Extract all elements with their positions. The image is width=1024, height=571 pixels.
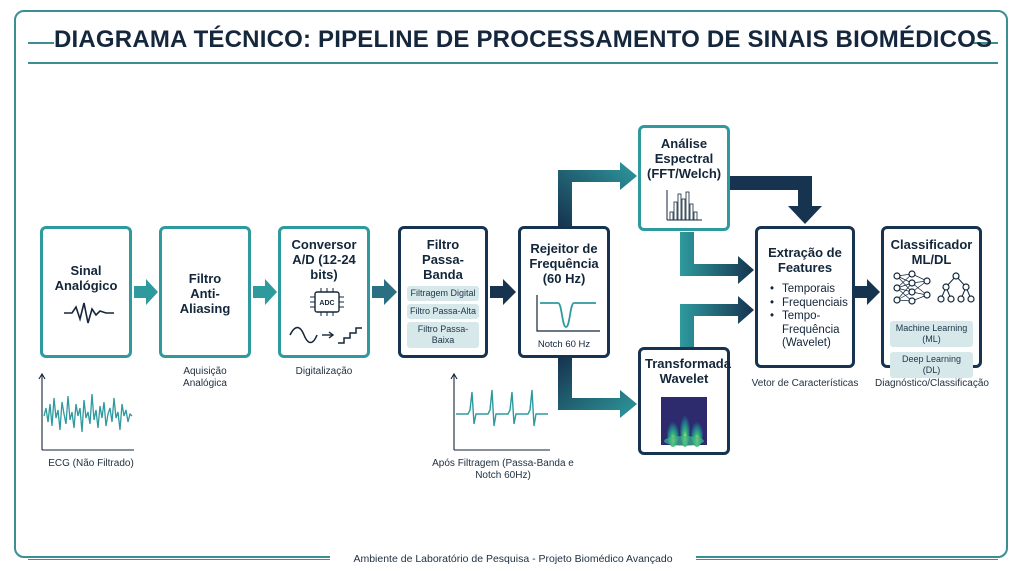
features-list: Temporais Frequenciais Tempo-Frequência … [770, 283, 852, 351]
block-adc-title: Conversor A/D (12-24 bits) [291, 237, 357, 282]
block-classifier-title: Classificador ML/DL [890, 237, 973, 267]
arrow-signal-to-antialias [134, 279, 158, 305]
sub-filtragem-digital: Filtragem Digital [407, 286, 479, 301]
caption-aquisicao: Aquisição Analógica [183, 366, 227, 389]
title-rule-left [28, 42, 54, 44]
title-rule-right [972, 42, 998, 44]
chip-label: ADC [319, 300, 334, 307]
ecg-filtered-plot [450, 372, 550, 451]
block-spectral-title: Análise Espectral (FFT/Welch) [647, 136, 722, 181]
feature-item: Frequenciais [770, 297, 852, 311]
block-anti-aliasing-title: Filtro Anti-Aliasing [179, 271, 231, 316]
sub-passa-alta: Filtro Passa-Alta [407, 304, 479, 319]
caption-digitalizacao: Digitalização [295, 366, 353, 377]
notch-response-icon [536, 295, 600, 332]
feature-item: Tempo-Frequência (Wavelet) [770, 310, 852, 351]
block-classifier: Classificador ML/DL Machine Learning (ML… [881, 226, 982, 378]
scalogram-icon [661, 397, 707, 447]
arrow-notch-to-wavelet [558, 358, 637, 418]
feature-item: Temporais [770, 283, 852, 297]
arrow-spectral-to-features [680, 232, 754, 284]
analog-to-digital-icon [289, 326, 362, 344]
arrow-top-to-features [730, 176, 822, 224]
block-bandpass: Filtro Passa-Banda Filtragem Digital Fil… [398, 226, 488, 358]
block-anti-aliasing: Filtro Anti-Aliasing [159, 226, 251, 358]
sub-machine-learning: Machine Learning (ML) [890, 321, 973, 347]
block-spectral: Análise Espectral (FFT/Welch) [638, 125, 730, 231]
block-wavelet: Transformada Wavelet [638, 347, 731, 455]
sub-deep-learning: Deep Learning (DL) [890, 352, 973, 378]
title-underline [28, 62, 998, 64]
block-analog-signal: Sinal Analógico [40, 226, 132, 358]
ecg-filtered-trace [456, 389, 548, 427]
caption-ecg-filtered: Após Filtragem (Passa-Banda e Notch 60Hz… [432, 458, 574, 481]
block-notch-title: Rejeitor de Frequência (60 Hz) [529, 241, 599, 286]
arrow-antialias-to-adc [253, 279, 277, 305]
block-analog-signal-title: Sinal Analógico [54, 263, 118, 293]
arrow-adc-to-bandpass [372, 279, 397, 305]
footer-rule-right [696, 559, 998, 560]
diagram-title: DIAGRAMA TÉCNICO: PIPELINE DE PROCESSAME… [54, 26, 993, 53]
block-notch: Rejeitor de Frequência (60 Hz) Notch 60 … [518, 226, 610, 358]
block-wavelet-title: Transformada Wavelet [645, 356, 731, 386]
block-adc: Conversor A/D (12-24 bits) ADC [278, 226, 370, 358]
chip-icon: ADC [310, 288, 344, 316]
caption-vetor: Vetor de Características [751, 378, 859, 389]
decision-tree-icon [937, 272, 975, 303]
footer-text: Ambiente de Laboratório de Pesquisa - Pr… [330, 553, 696, 565]
arrow-features-to-classifier [855, 279, 880, 305]
arrow-notch-to-spectral [558, 162, 637, 226]
neural-network-icon [893, 270, 931, 305]
notch-inner-caption: Notch 60 Hz [537, 339, 591, 350]
block-features: Extração de Features Temporais Frequenci… [755, 226, 855, 368]
caption-ecg-raw: ECG (Não Filtrado) [48, 458, 134, 469]
sub-passa-baixa: Filtro Passa-Baixa [407, 322, 479, 348]
footer-rule-left [28, 559, 330, 560]
ecg-raw-trace [43, 393, 133, 433]
arrow-wavelet-to-features [680, 296, 754, 348]
caption-diagnostico: Diagnóstico/Classificação [875, 378, 989, 389]
spectrum-icon [666, 190, 702, 221]
ecg-raw-plot [38, 372, 134, 451]
block-bandpass-title: Filtro Passa-Banda [422, 237, 464, 282]
arrow-bandpass-to-notch [490, 279, 516, 305]
analog-wave-icon [64, 302, 114, 324]
block-features-title: Extração de Features [768, 245, 842, 275]
